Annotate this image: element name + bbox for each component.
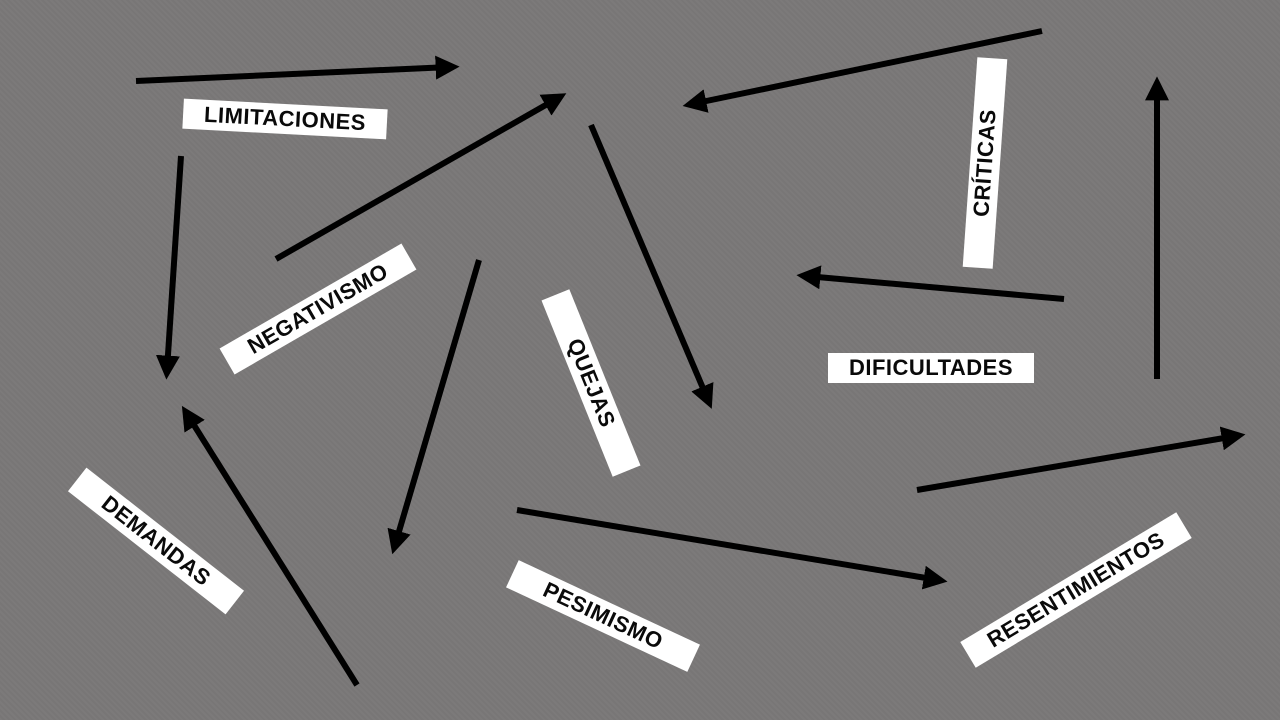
arrow-down-right-center xyxy=(588,123,714,409)
arrow-middle-right-left xyxy=(796,265,1065,302)
label-dificultades: DIFICULTADES xyxy=(828,353,1034,383)
arrow-bottom-right-right xyxy=(916,426,1246,493)
arrow-top-right-left xyxy=(682,28,1043,113)
arrow-up-right-center xyxy=(274,93,567,262)
arrow-top-left-right xyxy=(135,55,460,84)
arrow-bottom-center-right xyxy=(516,507,948,590)
arrow-up-bottom-left xyxy=(181,405,360,687)
arrow-down-left xyxy=(155,155,184,380)
arrow-down-center-left xyxy=(387,259,482,555)
